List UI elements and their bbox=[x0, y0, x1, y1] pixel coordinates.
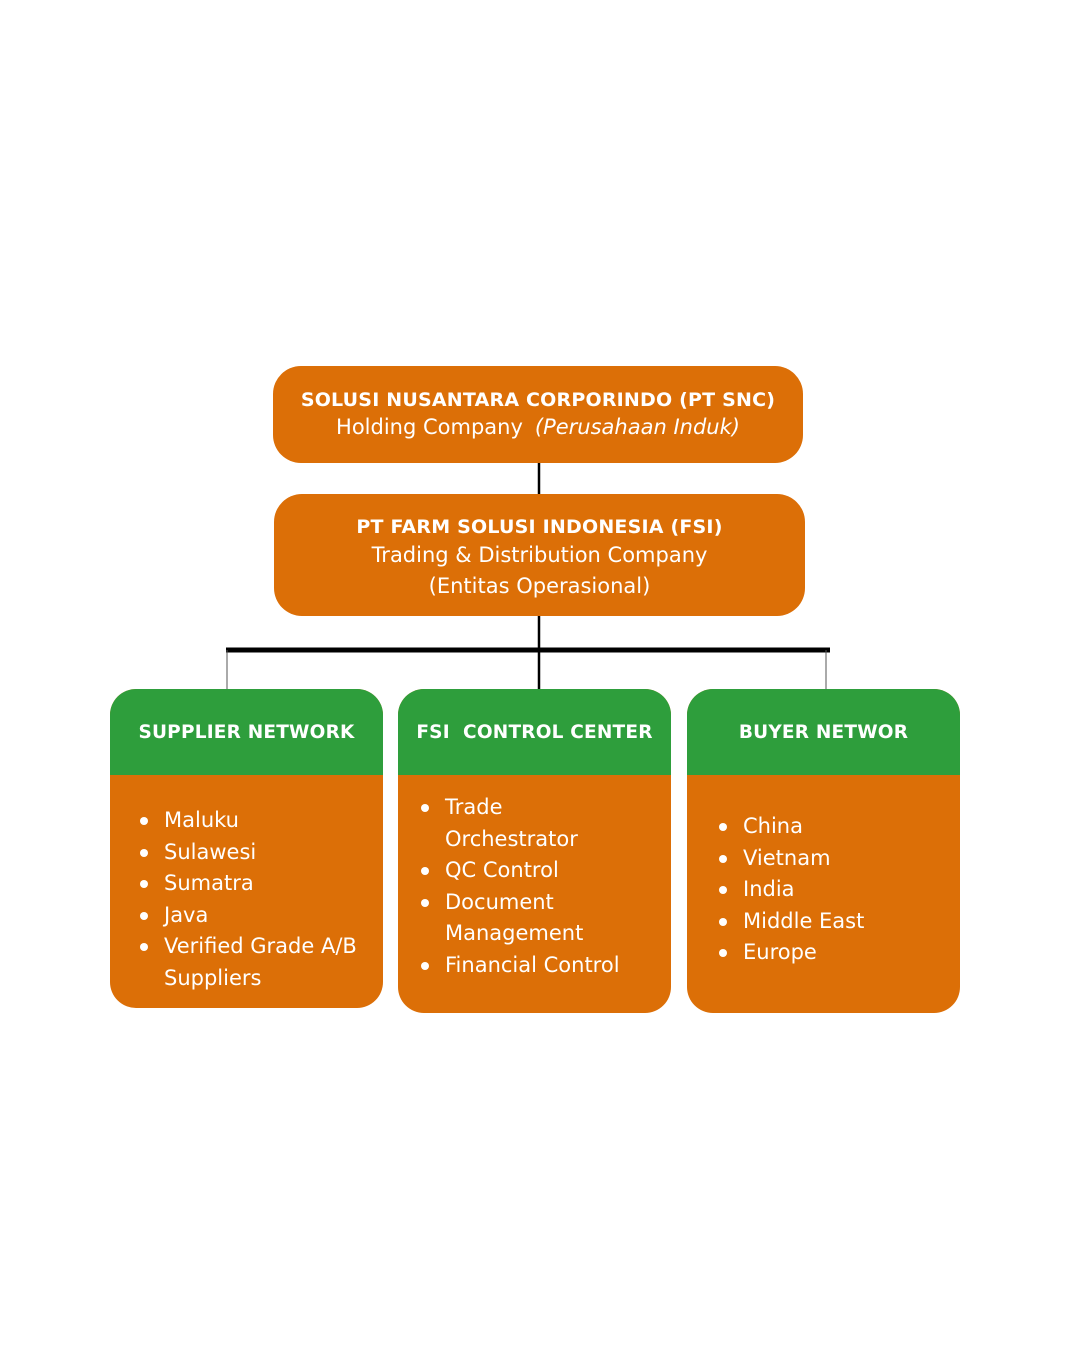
list-item: Java bbox=[140, 900, 383, 932]
list-item: Trade Orchestrator bbox=[421, 792, 671, 855]
list-item: Verified Grade A/B Suppliers bbox=[140, 931, 383, 994]
operating-company-title: PT FARM SOLUSI INDONESIA (FSI) bbox=[356, 516, 723, 538]
holding-company-box: SOLUSI NUSANTARA CORPORINDO (PT SNC) Hol… bbox=[273, 366, 803, 463]
operating-company-type: Trading & Distribution Company bbox=[371, 543, 708, 567]
card-title: SUPPLIER NETWORK bbox=[110, 689, 383, 775]
buyer-network-card: BUYER NETWOR China Vietnam India Middle … bbox=[687, 689, 960, 1013]
holding-company-subtitle: Holding Company (Perusahaan Induk) bbox=[273, 413, 803, 441]
list-item: Middle East bbox=[719, 906, 960, 938]
card-list: Trade Orchestrator QC Control Document M… bbox=[398, 775, 671, 981]
card-list: China Vietnam India Middle East Europe bbox=[687, 775, 960, 969]
list-item: India bbox=[719, 874, 960, 906]
list-item: Vietnam bbox=[719, 843, 960, 875]
list-item: QC Control bbox=[421, 855, 671, 887]
list-item: Sulawesi bbox=[140, 837, 383, 869]
list-item: Document Management bbox=[421, 887, 671, 950]
card-title: BUYER NETWOR bbox=[687, 689, 960, 775]
operating-company-box: PT FARM SOLUSI INDONESIA (FSI) Trading &… bbox=[274, 494, 805, 616]
holding-company-type: Holding Company bbox=[336, 415, 523, 439]
list-item: Sumatra bbox=[140, 868, 383, 900]
supplier-network-card: SUPPLIER NETWORK Maluku Sulawesi Sumatra… bbox=[110, 689, 383, 1008]
list-item: Financial Control bbox=[421, 950, 671, 982]
card-title: FSI CONTROL CENTER bbox=[398, 689, 671, 775]
control-center-card: FSI CONTROL CENTER Trade Orchestrator QC… bbox=[398, 689, 671, 1013]
list-item: China bbox=[719, 811, 960, 843]
holding-company-type-local: (Perusahaan Induk) bbox=[534, 415, 740, 439]
card-list: Maluku Sulawesi Sumatra Java Verified Gr… bbox=[110, 775, 383, 994]
list-item: Europe bbox=[719, 937, 960, 969]
list-item: Maluku bbox=[140, 805, 383, 837]
holding-company-title: SOLUSI NUSANTARA CORPORINDO (PT SNC) bbox=[300, 389, 776, 411]
operating-company-type-local: (Entitas Operasional) bbox=[428, 574, 651, 598]
